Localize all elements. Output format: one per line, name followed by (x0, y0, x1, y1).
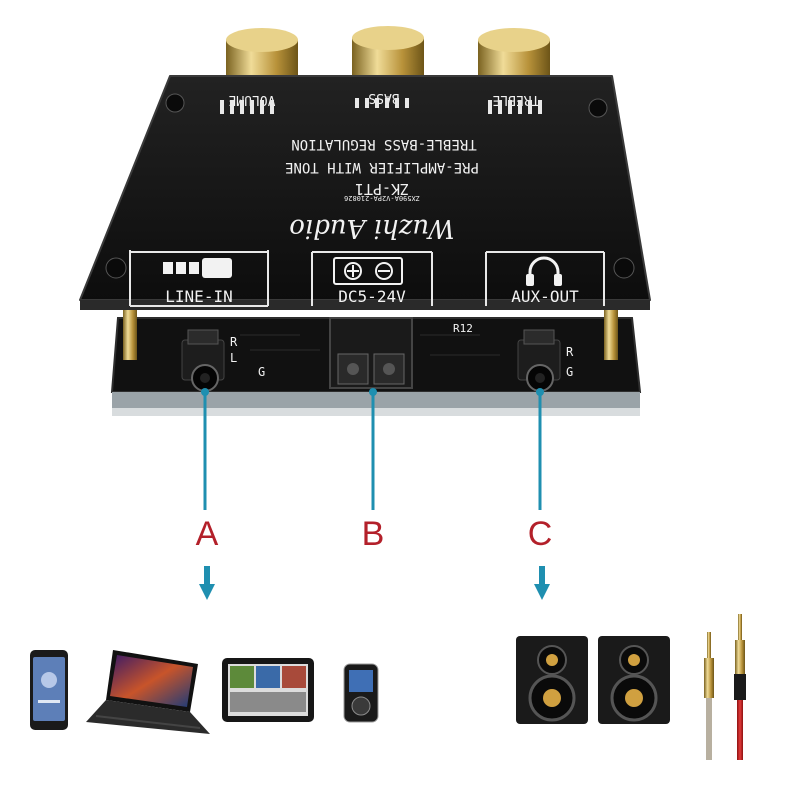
power-label: DC5-24V (338, 287, 406, 306)
arrow-down-icon (534, 566, 550, 600)
pin-label-r: R (230, 335, 238, 349)
panel-pcb-code: ZX590A-V2PA-210826 (344, 194, 420, 202)
top-panel: VOLUME BASS TREBLE TREBLE-BASS REGULATIO… (79, 75, 651, 310)
line-in-plug-icon (163, 258, 232, 278)
arrow-down-icon (199, 566, 215, 600)
tablet-icon (222, 658, 314, 722)
power-terminal-icon (333, 257, 403, 285)
audio-cable-icon (704, 614, 746, 760)
panel-line-regulation: TREBLE-BASS REGULATION (291, 136, 476, 152)
knob-label-treble: TREBLE (493, 92, 540, 107)
panel-screws (105, 93, 635, 279)
line-in-label: LINE-IN (165, 287, 232, 306)
standoffs (123, 300, 618, 360)
speaker-icon (516, 636, 588, 724)
panel-model: ZK-PT1 (355, 180, 409, 198)
callout-a: A (196, 515, 219, 553)
brand-logo: Wuzhi Audio (289, 213, 455, 243)
pin-label-r-out: R (566, 345, 574, 359)
resistor-label: R12 (453, 322, 473, 335)
laptop-icon (86, 650, 210, 734)
callout-b: B (362, 515, 385, 553)
port-labels: LINE-IN DC5-24V AUX-OUT (129, 250, 605, 307)
screw-terminal (329, 317, 413, 389)
headphones-icon (526, 256, 562, 286)
pin-label-g: G (258, 365, 265, 379)
line-in-jack: R L G (181, 329, 265, 392)
aux-out-label: AUX-OUT (511, 287, 579, 306)
panel-line-preamp: PRE-AMPLIFIER WITH TONE (285, 159, 479, 175)
speaker-icon (598, 636, 670, 724)
connector-lines (201, 388, 544, 510)
smartphone-icon (30, 650, 68, 730)
pin-label-g-out: G (566, 365, 573, 379)
pin-label-l: L (230, 351, 237, 365)
music-player-icon (343, 663, 379, 723)
knob-label-bass: BASS (368, 90, 399, 105)
aux-out-jack: R12 R G (453, 322, 574, 392)
callout-c: C (528, 515, 553, 553)
level-ticks (220, 98, 542, 114)
